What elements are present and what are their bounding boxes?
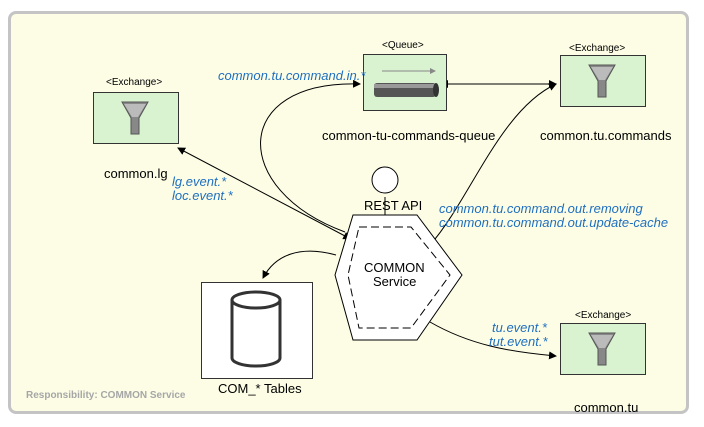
queue-node	[363, 54, 447, 111]
service-name-line1: COMMON	[364, 260, 425, 275]
queue-icon	[374, 68, 439, 97]
rest-api-label: REST API	[364, 198, 423, 213]
edge-service-to-commands	[429, 83, 557, 246]
service-name-line2: Service	[373, 274, 417, 289]
service-hexagon	[334, 214, 463, 341]
funnel-icon	[588, 332, 616, 366]
exchange-lg-stereotype: <Exchange>	[106, 77, 163, 88]
exchange-commands-node	[560, 55, 646, 107]
route-out-removing: common.tu.command.out.removing	[439, 201, 643, 216]
route-command-in: common.tu.command.in.*	[218, 68, 366, 83]
queue-name: common-tu-commands-queue	[322, 128, 496, 143]
route-tut-event: tut.event.*	[489, 334, 548, 349]
rest-api-interface	[371, 166, 399, 194]
funnel-icon	[121, 101, 149, 135]
exchange-tu-stereotype: <Exchange>	[575, 310, 632, 321]
route-out-update-cache: common.tu.command.out.update-cache	[439, 215, 669, 230]
database-icon	[230, 290, 282, 368]
edge-service-to-tables	[262, 250, 337, 279]
funnel-icon	[588, 64, 616, 98]
exchange-lg-node	[93, 92, 179, 144]
edge-service-to-tu	[429, 321, 557, 360]
exchange-tu-node	[560, 323, 646, 375]
route-loc-event: loc.event.*	[172, 188, 233, 203]
tables-node	[201, 282, 313, 379]
edge-service-to-lg	[177, 147, 352, 240]
responsibility-note: Responsibility: COMMON Service	[26, 390, 186, 401]
exchange-commands-stereotype: <Exchange>	[569, 43, 626, 54]
exchange-commands-name: common.tu.commands	[540, 128, 672, 143]
route-tu-event: tu.event.*	[492, 320, 547, 335]
tables-name: COM_* Tables	[218, 381, 302, 396]
route-lg-event: lg.event.*	[172, 174, 227, 189]
exchange-lg-name: common.lg	[104, 166, 168, 181]
exchange-tu-name: common.tu	[574, 400, 639, 415]
edge-service-to-queue	[260, 79, 361, 233]
queue-stereotype: <Queue>	[382, 40, 424, 51]
